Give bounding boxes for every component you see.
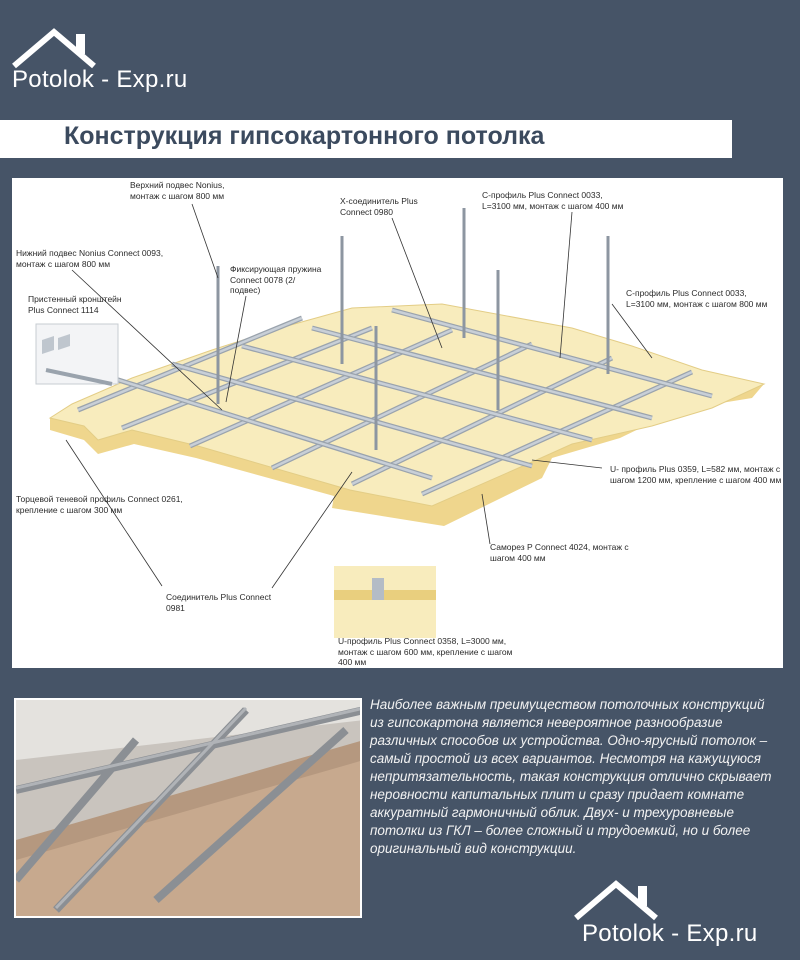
description-text: Наиболее важным преимуществом потолочных… bbox=[370, 697, 772, 856]
page-title: Конструкция гипсокартонного потолка bbox=[64, 122, 545, 150]
title-bar bbox=[0, 120, 732, 158]
wall-bracket-inset bbox=[35, 323, 119, 385]
ceiling-frame-photo bbox=[14, 698, 362, 918]
label-c-profile-400: C-профиль Plus Connect 0033,L=3100 мм, м… bbox=[482, 190, 624, 211]
photo-illustration bbox=[16, 700, 360, 916]
ceiling-illustration bbox=[35, 203, 766, 638]
label-lower-hanger: Нижний подвес Nonius Connect 0093,монтаж… bbox=[16, 248, 164, 269]
ceiling-construction-diagram: Верхний подвес Nonius,монтаж с шагом 800… bbox=[12, 178, 783, 668]
site-logo-bottom[interactable]: Potolok - Exp.ru bbox=[582, 920, 758, 947]
callout-lines bbox=[65, 203, 653, 589]
house-roof-icon bbox=[12, 28, 96, 69]
house-roof-icon bbox=[574, 880, 658, 921]
hanger-rods bbox=[216, 208, 610, 450]
label-upper-hanger: Верхний подвес Nonius,монтаж с шагом 800… bbox=[130, 180, 225, 201]
label-c-profile-800: C-профиль Plus Connect 0033,L=3100 мм, м… bbox=[626, 288, 768, 309]
site-logo[interactable]: Potolok - Exp.ru bbox=[12, 66, 188, 93]
label-u-profile-0358: U-профиль Plus Connect 0358, L=3000 мм,м… bbox=[338, 636, 513, 667]
u-profile-inset bbox=[334, 566, 436, 638]
label-u-profile-0359: U- профиль Plus 0359, L=582 мм, монтаж с… bbox=[610, 464, 782, 485]
gypsum-board-edge bbox=[50, 384, 764, 526]
label-shadow-profile: Торцевой теневой профиль Connect 0261,кр… bbox=[16, 494, 183, 515]
